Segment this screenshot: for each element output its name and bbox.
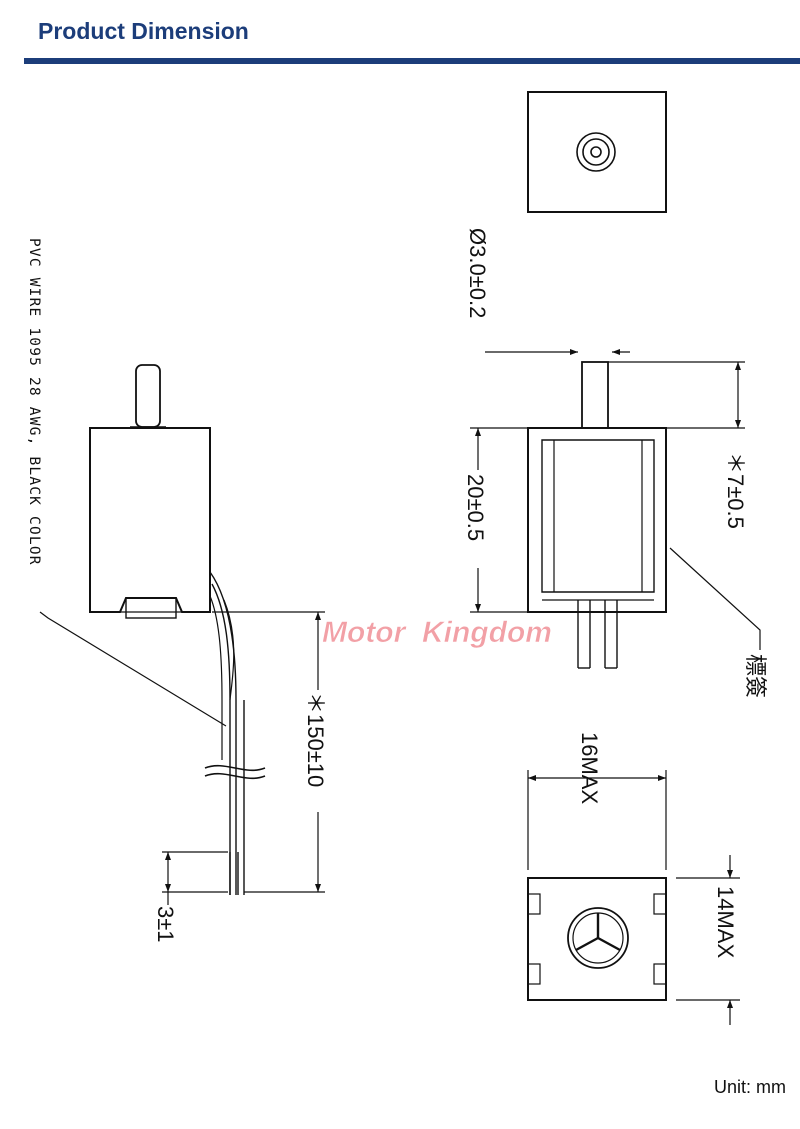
header-divider xyxy=(24,58,800,64)
strip-length-label: 3±1 xyxy=(153,906,178,943)
shaft-diameter-label: Ø3.0±0.2 xyxy=(465,228,490,318)
unit-label: Unit: mm xyxy=(714,1077,786,1097)
depth-label: 14MAX xyxy=(713,886,738,958)
wire-spec-label: PVC WIRE 1095 28 AWG, BLACK COLOR xyxy=(26,238,42,566)
page-title: Product Dimension xyxy=(38,18,249,44)
label-tag-text: 標簽 xyxy=(743,654,768,698)
watermark-text: Motor Kingdom xyxy=(322,616,552,649)
bottom-view xyxy=(527,770,740,1025)
width-label: 16MAX xyxy=(577,732,602,804)
top-view xyxy=(527,91,667,213)
wire-length-label: ＊150±10 xyxy=(303,692,328,787)
front-view xyxy=(470,349,761,669)
stroke-label: ＊7±0.5 xyxy=(723,452,748,529)
body-height-label: 20±0.5 xyxy=(463,474,488,541)
side-view xyxy=(39,364,325,905)
